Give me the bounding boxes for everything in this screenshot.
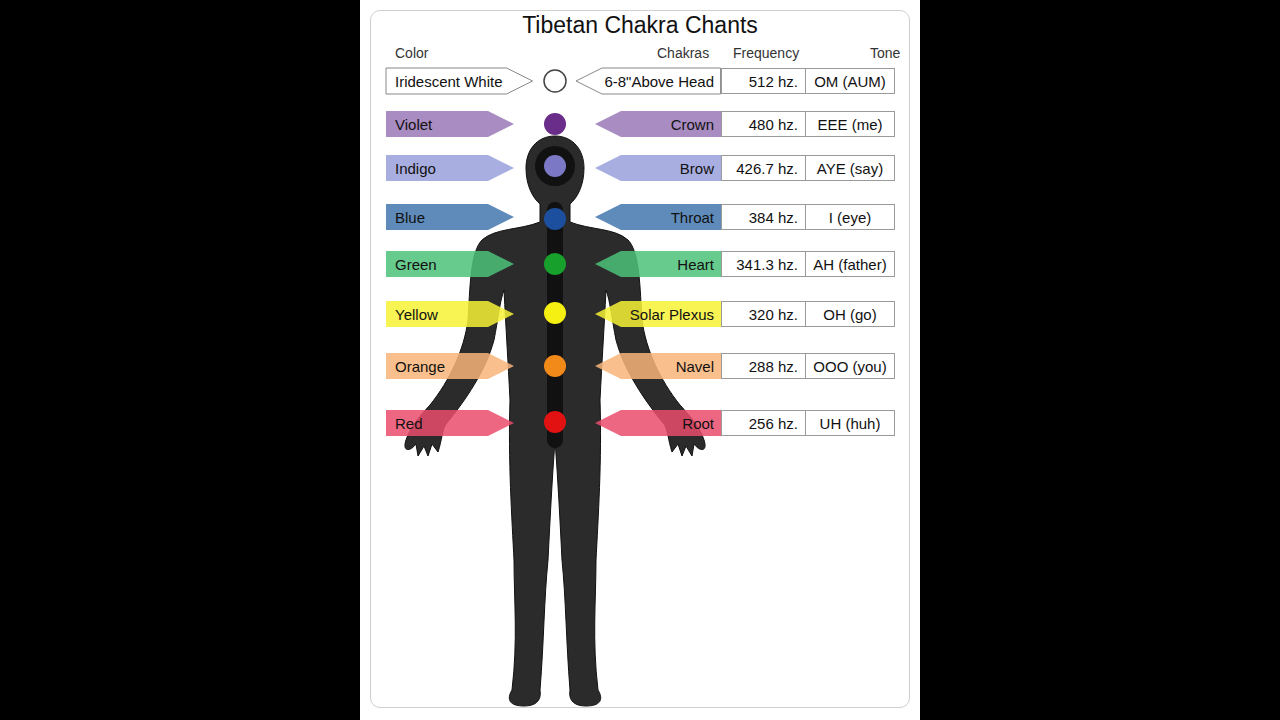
arrow-outline <box>386 410 514 436</box>
chakra-arrow: Solar Plexus <box>595 301 721 327</box>
chakra-arrow: Heart <box>595 251 721 277</box>
chakra-dot <box>544 70 566 92</box>
color-arrow-text: Red <box>395 415 423 432</box>
arrow-outline <box>386 204 514 230</box>
chakra-arrow-text: Throat <box>671 209 714 226</box>
chakra-arrow-text: Root <box>682 415 714 432</box>
color-arrow: Indigo <box>386 155 514 181</box>
frequency-cell-text: 426.7 hz. <box>736 160 798 177</box>
frequency-cell-text: 341.3 hz. <box>736 256 798 273</box>
chakra-arrow: Throat <box>595 204 721 230</box>
tone-cell: AYE (say) <box>805 155 895 181</box>
chakra-dot <box>544 411 566 433</box>
tone-cell-text: AYE (say) <box>817 160 883 177</box>
chakra-dot <box>544 155 566 177</box>
chakra-arrow: Crown <box>595 111 721 137</box>
chakra-arrow: Brow <box>595 155 721 181</box>
tone-cell-text: AH (father) <box>813 256 886 273</box>
arrow-outline <box>595 204 721 230</box>
color-arrow: Red <box>386 410 514 436</box>
color-arrow: Green <box>386 251 514 277</box>
chakra-dot <box>544 253 566 275</box>
frequency-cell-text: 320 hz. <box>749 306 798 323</box>
tone-cell: AH (father) <box>805 251 895 277</box>
arrow-outline <box>595 301 721 327</box>
tone-cell-text: I (eye) <box>829 209 872 226</box>
arrow-outline <box>386 155 514 181</box>
chakra-arrow-text: Navel <box>676 358 714 375</box>
tone-cell: OOO (you) <box>805 353 895 379</box>
head-inner <box>535 146 575 186</box>
color-arrow: Yellow <box>386 301 514 327</box>
chakra-dot <box>544 113 566 135</box>
frequency-cell: 480 hz. <box>721 111 806 137</box>
color-arrow: Blue <box>386 204 514 230</box>
color-arrow-text: Violet <box>395 116 432 133</box>
frequency-cell: 384 hz. <box>721 204 806 230</box>
arrow-outline <box>595 155 721 181</box>
arrow-outline <box>386 353 514 379</box>
frequency-cell-text: 288 hz. <box>749 358 798 375</box>
color-arrow-text: Iridescent White <box>395 73 503 90</box>
arrow-outline <box>595 353 721 379</box>
chakra-arrow: Navel <box>595 353 721 379</box>
frequency-cell: 426.7 hz. <box>721 155 806 181</box>
color-arrow-text: Indigo <box>395 160 436 177</box>
tone-cell-text: OOO (you) <box>813 358 886 375</box>
arrow-outline <box>386 301 514 327</box>
spine-channel <box>547 210 563 440</box>
arrow-outline <box>576 68 721 94</box>
frequency-cell-text: 384 hz. <box>749 209 798 226</box>
frequency-cell: 512 hz. <box>721 68 806 94</box>
frequency-cell-text: 256 hz. <box>749 415 798 432</box>
arrow-outline <box>386 251 514 277</box>
color-arrow: Iridescent White <box>386 68 533 94</box>
color-arrow-text: Green <box>395 256 437 273</box>
chakra-arrow-text: Brow <box>680 160 714 177</box>
arrow-outline <box>595 251 721 277</box>
tone-cell: OM (AUM) <box>805 68 895 94</box>
arrow-outline <box>386 111 514 137</box>
tone-cell-text: UH (huh) <box>820 415 881 432</box>
chakra-arrow: Root <box>595 410 721 436</box>
chart-title: Tibetan Chakra Chants <box>360 12 920 39</box>
color-arrow: Orange <box>386 353 514 379</box>
tone-cell: OH (go) <box>805 301 895 327</box>
frequency-cell: 341.3 hz. <box>721 251 806 277</box>
tone-cell: EEE (me) <box>805 111 895 137</box>
column-header: Frequency <box>733 45 799 61</box>
tone-cell-text: OM (AUM) <box>814 73 886 90</box>
column-header: Tone <box>870 45 900 61</box>
column-header: Chakras <box>657 45 709 61</box>
arrow-outline <box>595 410 721 436</box>
column-header: Color <box>395 45 428 61</box>
frequency-cell: 320 hz. <box>721 301 806 327</box>
color-arrow-text: Orange <box>395 358 445 375</box>
tone-cell: I (eye) <box>805 204 895 230</box>
chakra-arrow-text: 6-8"Above Head <box>604 73 714 90</box>
chakra-dot <box>544 355 566 377</box>
frequency-cell-text: 512 hz. <box>749 73 798 90</box>
frequency-cell: 256 hz. <box>721 410 806 436</box>
color-arrow: Violet <box>386 111 514 137</box>
arrow-outline <box>386 68 533 94</box>
frequency-cell: 288 hz. <box>721 353 806 379</box>
chakra-arrow-text: Crown <box>671 116 714 133</box>
color-arrow-text: Blue <box>395 209 425 226</box>
tone-cell: UH (huh) <box>805 410 895 436</box>
color-arrow-text: Yellow <box>395 306 438 323</box>
chakra-dot <box>544 302 566 324</box>
arrow-outline <box>595 111 721 137</box>
chakra-arrow-text: Solar Plexus <box>630 306 714 323</box>
chakra-dot <box>544 208 566 230</box>
chakra-arrow-text: Heart <box>677 256 714 273</box>
chakra-arrow: 6-8"Above Head <box>576 68 721 94</box>
tone-cell-text: EEE (me) <box>817 116 882 133</box>
tone-cell-text: OH (go) <box>823 306 876 323</box>
frequency-cell-text: 480 hz. <box>749 116 798 133</box>
